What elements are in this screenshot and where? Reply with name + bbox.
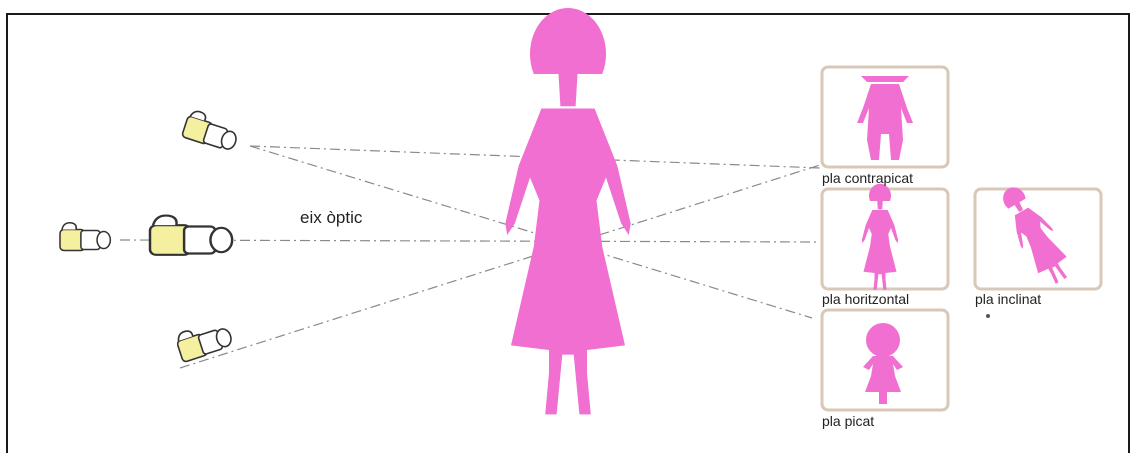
stray-dot	[986, 314, 990, 318]
shot-label-picat: pla picat	[822, 413, 874, 429]
card-picat	[822, 310, 948, 410]
woman-figure-icon	[863, 323, 903, 404]
card-inclinat	[975, 180, 1101, 290]
card-contrapicat	[822, 67, 948, 167]
card-horitzontal	[822, 184, 948, 290]
shot-label-inclinat: pla inclinat	[975, 291, 1041, 307]
camera-icon	[150, 216, 232, 255]
optical-axis-label: eix òptic	[300, 208, 362, 228]
woman-figure-icon	[505, 8, 630, 414]
shot-label-contrapicat: pla contrapicat	[822, 170, 913, 186]
axis-line-low-to-high	[180, 165, 820, 368]
camera-icon	[182, 109, 241, 153]
camera-icon	[174, 318, 233, 362]
camera-icon	[60, 223, 110, 251]
shot-label-horitzontal: pla horitzontal	[822, 291, 909, 307]
